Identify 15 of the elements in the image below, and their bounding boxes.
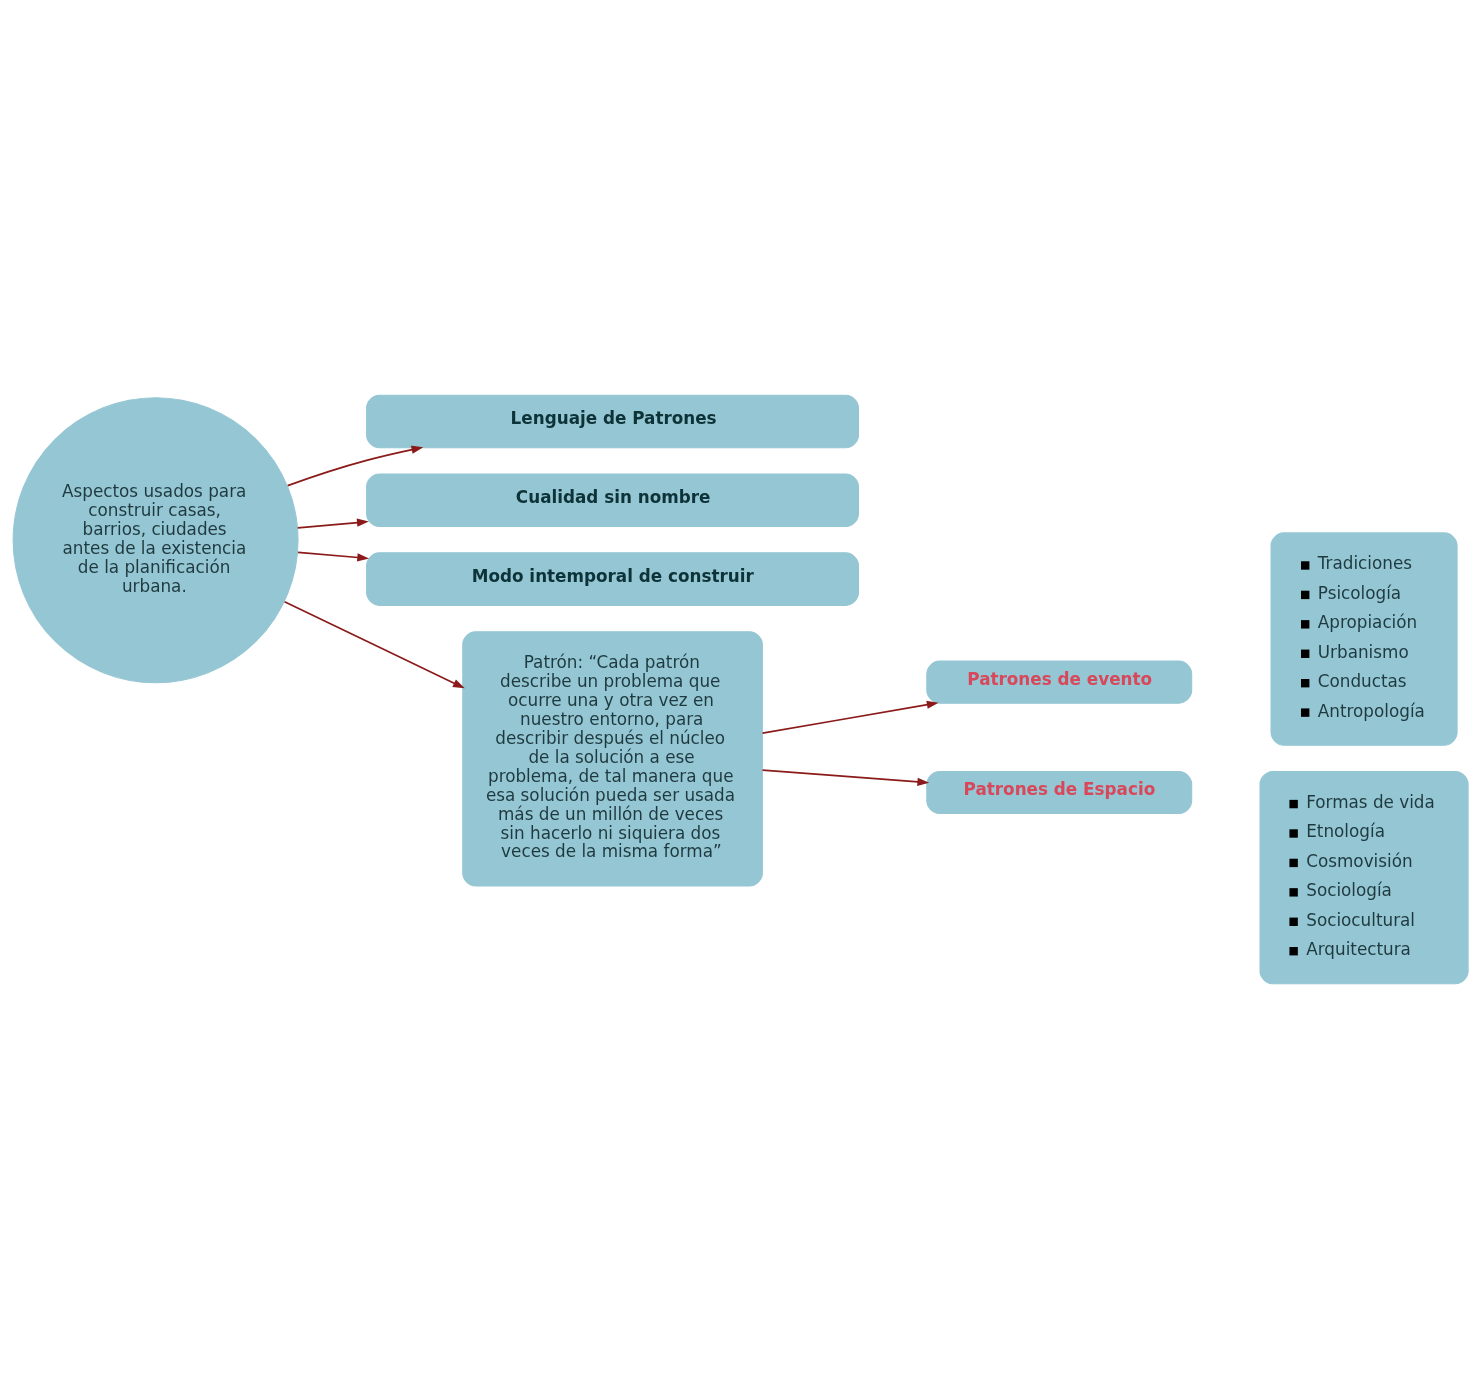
node-circle: Aspectos usados para construir casas, barrios, ciudades antes de la existencia de la planificación urbana. — [12, 396, 299, 683]
arrow — [761, 700, 939, 734]
arrow — [283, 600, 465, 688]
arrow — [296, 518, 369, 529]
arrow — [286, 445, 424, 486]
node-box: Patrón: “Cada patrón describe un problema que ocurre una y otra vez en nuestro entorno, para describir después el núcleo de la solución a ese problema, de tal manera que esa solución pueda ser usada más de un millón de veces sin hacerlo ni siquiera dos veces de la misma forma” — [462, 630, 763, 887]
arrow — [297, 551, 370, 561]
arrow — [761, 768, 930, 786]
node-box: Modo intemporal de construir — [366, 551, 860, 606]
node-box: Cualidad sin nombre — [366, 473, 860, 527]
node-box: Patrones de Espacio — [926, 770, 1193, 814]
node-box: Patrones de evento — [926, 660, 1193, 704]
node-box: Tradiciones Psicología Apropiación Urbanismo Conductas Antropología — [1270, 531, 1458, 746]
node-box: Lenguaje de Patrones — [366, 394, 860, 448]
node-box: Formas de vida Etnología Cosmovisión Sociología Sociocultural Arquitectura — [1259, 770, 1469, 984]
